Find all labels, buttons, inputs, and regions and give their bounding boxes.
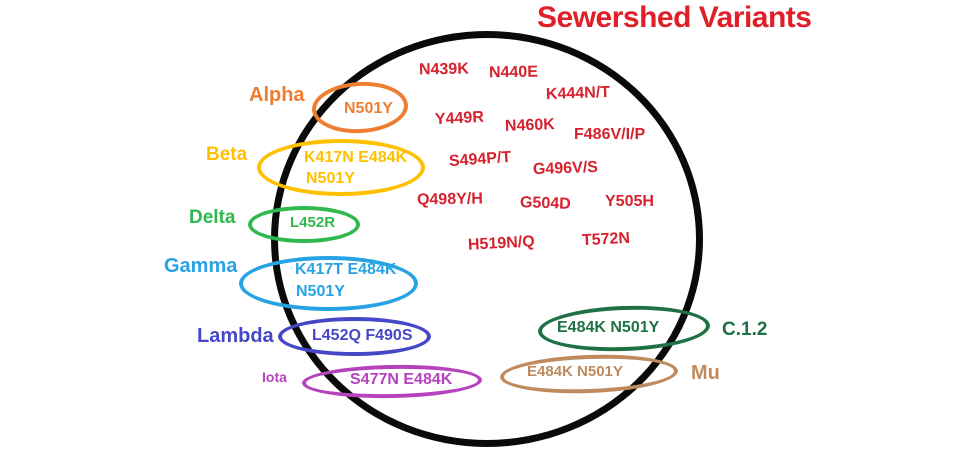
variant-label-iota: Iota [262, 369, 287, 385]
shared-mutation-g504d: G504D [519, 194, 571, 213]
variant-mutation-delta: L452R [290, 214, 336, 231]
shared-mutation-h519nq: H519N/Q [467, 233, 536, 254]
variant-mutation-beta-1: K417N E484K [304, 149, 408, 166]
variant-label-mu: Mu [691, 362, 720, 384]
variant-label-lambda: Lambda [197, 325, 274, 347]
variant-mutation-mu: E484K N501Y [527, 363, 623, 380]
variant-mutation-iota: S477N E484K [350, 371, 453, 388]
variant-label-c12: C.1.2 [722, 319, 768, 340]
variant-mutation-gamma-2: N501Y [296, 283, 345, 300]
variant-ellipse-beta [257, 139, 425, 196]
shared-mutation-k444nt: K444N/T [545, 83, 611, 104]
variant-label-gamma: Gamma [164, 255, 238, 277]
variant-label-beta: Beta [206, 144, 248, 165]
variant-mutation-gamma-1: K417T E484K [295, 261, 397, 278]
shared-mutation-f486vip: F486V/I/P [574, 126, 646, 143]
shared-mutation-n460k: N460K [504, 116, 556, 135]
variant-mutation-alpha: N501Y [344, 100, 393, 117]
variant-ellipse-gamma [239, 256, 418, 311]
variant-ellipse-delta [248, 206, 360, 243]
shared-mutation-n440e: N440E [488, 63, 539, 82]
shared-mutation-y449r: Y449R [434, 108, 485, 129]
variant-label-delta: Delta [189, 207, 236, 228]
variant-mutation-lambda: L452Q F490S [312, 327, 413, 344]
variant-mutation-beta-2: N501Y [306, 170, 355, 187]
shared-mutation-n439k: N439K [418, 60, 469, 79]
variant-mutation-c12: E484K N501Y [557, 319, 660, 336]
variant-label-alpha: Alpha [249, 84, 305, 106]
shared-mutation-q498yh: Q498Y/H [416, 190, 483, 209]
variant-ellipse-lambda [278, 317, 431, 356]
shared-mutation-y505h: Y505H [605, 193, 654, 210]
shared-mutation-t572n: T572N [581, 229, 631, 250]
shared-mutation-g496vs: G496V/S [532, 158, 599, 179]
diagram-title: Sewershed Variants [537, 1, 812, 34]
